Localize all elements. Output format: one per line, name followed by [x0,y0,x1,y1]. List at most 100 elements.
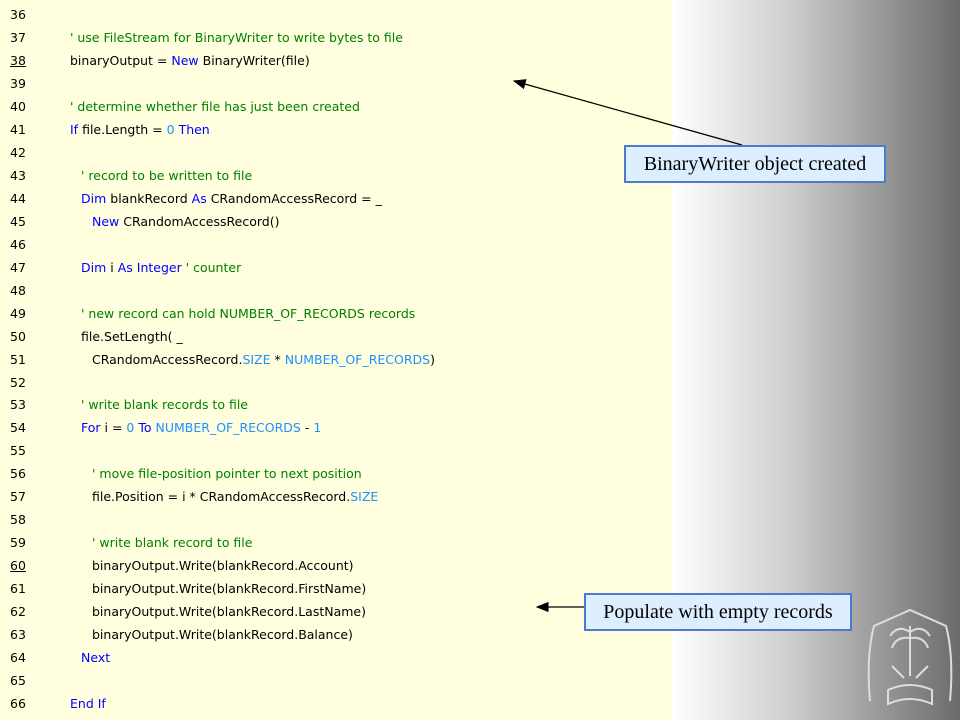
line-number: 41 [10,121,26,137]
line-number: 42 [10,144,26,160]
code-line: 46 [0,233,672,256]
code-token: binaryOutput.Write(blankRecord.Account) [92,558,354,574]
code-token: ' counter [181,259,242,275]
line-number: 59 [10,535,26,551]
code-token: Integer [136,259,182,275]
line-code: binaryOutput.Write(blankRecord.LastName) [92,600,366,623]
code-token: binaryOutput.Write(blankRecord.LastName) [92,604,366,620]
line-code: ' new record can hold NUMBER_OF_RECORDS … [81,302,415,325]
code-token: CRandomAccessRecord() [119,213,280,229]
line-number: 48 [10,282,26,298]
code-token: For [81,420,101,436]
line-code: ' use FileStream for BinaryWriter to wri… [70,26,403,49]
code-token: BinaryWriter(file) [198,52,310,68]
code-token: binaryOutput.Write(blankRecord.FirstName… [92,581,367,597]
code-token: Dim [81,190,107,206]
callout-populate: Populate with empty records [584,593,852,631]
code-token: New [171,52,199,68]
callout-binarywriter: BinaryWriter object created [624,145,886,183]
code-token: ' use FileStream for BinaryWriter to wri… [70,29,403,45]
line-number: 46 [10,236,26,252]
line-number: 56 [10,466,26,482]
code-token: 0 [126,420,135,436]
code-token: Dim [81,259,107,275]
line-number: 58 [10,512,26,528]
code-token: SIZE [350,489,379,505]
code-token: As [117,259,133,275]
code-token: 0 [166,121,175,137]
code-token: ' new record can hold NUMBER_OF_RECORDS … [81,305,416,321]
code-token: SIZE [242,351,271,367]
code-line: 41 If file.Length = 0 Then [0,118,672,141]
line-number: 55 [10,443,26,459]
code-token: Next [81,650,111,666]
code-line: 47 Dim i As Integer ' counter [0,256,672,279]
code-line: 40 ' determine whether file has just been… [0,95,672,118]
code-line: 49' new record can hold NUMBER_OF_RECORD… [0,302,672,325]
code-token: Then [178,121,210,137]
line-code: binaryOutput.Write(blankRecord.FirstName… [92,577,366,600]
line-code: New CRandomAccessRecord() [92,210,279,233]
line-number: 40 [10,98,26,114]
line-number: 52 [10,374,26,390]
code-token: NUMBER_OF_RECORDS [284,351,431,367]
line-code: CRandomAccessRecord.SIZE * NUMBER_OF_REC… [92,348,435,371]
code-token: CRandomAccessRecord. [92,351,243,367]
code-token: i [106,259,118,275]
code-token: 1 [313,420,322,436]
code-token: blankRecord [106,190,192,206]
code-line: 62 binaryOutput.Write(blankRecord.LastNam… [0,600,672,623]
code-token: - [300,420,314,436]
line-code: Dim blankRecord As CRandomAccessRecord =… [81,187,382,210]
line-number: 54 [10,420,26,436]
code-line: 65 [0,669,672,692]
code-line: 45 New CRandomAccessRecord() [0,210,672,233]
line-code: file.Position = i * CRandomAccessRecord.… [92,485,378,508]
line-code: binaryOutput = New BinaryWriter(file) [70,49,310,72]
code-line: 53 ' write blank records to file [0,393,672,416]
code-token: ' write blank record to file [92,535,253,551]
line-number: 39 [10,75,26,91]
code-line: 36 [0,3,672,26]
code-line: 48 [0,279,672,302]
code-line: 59 ' write blank record to file [0,531,672,554]
line-number: 64 [10,650,26,666]
code-line: 56' move file-position pointer to next p… [0,462,672,485]
code-token: ' write blank records to file [81,397,248,413]
line-number: 43 [10,167,26,183]
code-line: 52 [0,371,672,394]
code-token: file.SetLength( _ [81,328,183,344]
code-token: ' determine whether file has just been c… [70,98,360,114]
code-token: CRandomAccessRecord = _ [206,190,382,206]
line-number: 62 [10,604,26,620]
line-number: 47 [10,259,26,275]
code-token: ' record to be written to file [81,167,253,183]
code-token: i = [100,420,127,436]
line-code: Dim i As Integer ' counter [81,256,241,279]
university-seal-icon [867,608,953,706]
line-code: ' determine whether file has just been c… [70,95,360,118]
code-line: 43 ' record to be written to file [0,164,672,187]
line-number: 53 [10,397,26,413]
code-token: binaryOutput = [70,52,172,68]
code-token: file.Length = [78,121,167,137]
code-token: End If [70,696,106,712]
code-line: 58 [0,508,672,531]
line-code: Next [81,646,110,669]
code-line: 55 [0,439,672,462]
line-number: 45 [10,213,26,229]
line-code: file.SetLength( _ [81,325,183,348]
code-line: 39 [0,72,672,95]
code-line: 37' use FileStream for BinaryWriter to w… [0,26,672,49]
code-token: If [70,121,79,137]
line-code: ' write blank record to file [92,531,252,554]
code-token: To [138,420,152,436]
